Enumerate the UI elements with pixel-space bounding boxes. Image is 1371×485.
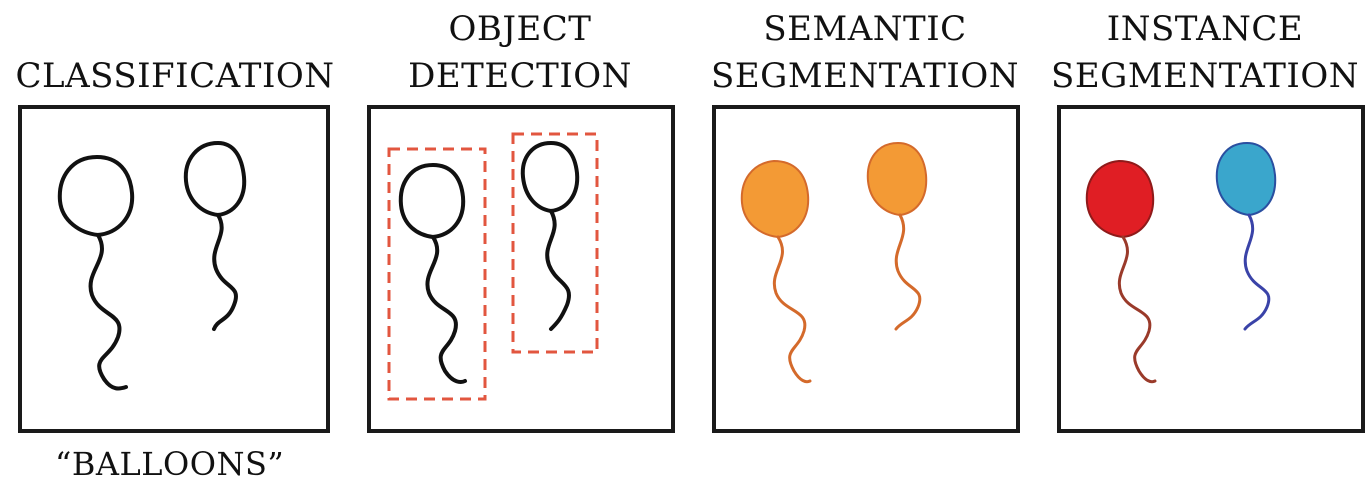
title-line: OBJECT xyxy=(360,6,680,53)
object-detection-illustration xyxy=(371,109,679,437)
classification-label: “BALLOONS” xyxy=(55,445,284,483)
semantic-segmentation-illustration xyxy=(716,109,1024,437)
panel-title-object-detection: OBJECT DETECTION xyxy=(360,6,680,100)
title-line: DETECTION xyxy=(360,53,680,100)
classification-frame xyxy=(18,105,330,433)
title-line: INSTANCE xyxy=(1045,6,1365,53)
balloon-instance-red xyxy=(1087,161,1155,382)
title-line: SEGMENTATION xyxy=(1045,53,1365,100)
balloon-outline-right xyxy=(186,143,244,329)
balloon-outline-left xyxy=(60,157,132,389)
title-line: CLASSIFICATION xyxy=(15,53,335,100)
balloon-outline-right xyxy=(523,143,577,329)
semantic-segmentation-frame xyxy=(712,105,1020,433)
balloon-instance-blue xyxy=(1217,143,1275,329)
balloon-semantic-right xyxy=(868,143,926,329)
panel-title-semantic-segmentation: SEMANTIC SEGMENTATION xyxy=(705,6,1025,100)
balloon-outline-left xyxy=(401,165,465,382)
classification-illustration xyxy=(22,109,334,437)
title-line: SEGMENTATION xyxy=(705,53,1025,100)
panel-title-instance-segmentation: INSTANCE SEGMENTATION xyxy=(1045,6,1365,100)
bounding-box-right xyxy=(513,134,597,352)
balloon-semantic-left xyxy=(742,161,810,382)
instance-segmentation-frame xyxy=(1057,105,1365,433)
panel-title-classification: CLASSIFICATION xyxy=(15,6,335,100)
title-line: SEMANTIC xyxy=(705,6,1025,53)
instance-segmentation-illustration xyxy=(1061,109,1369,437)
title-line xyxy=(15,6,335,53)
object-detection-frame xyxy=(367,105,675,433)
